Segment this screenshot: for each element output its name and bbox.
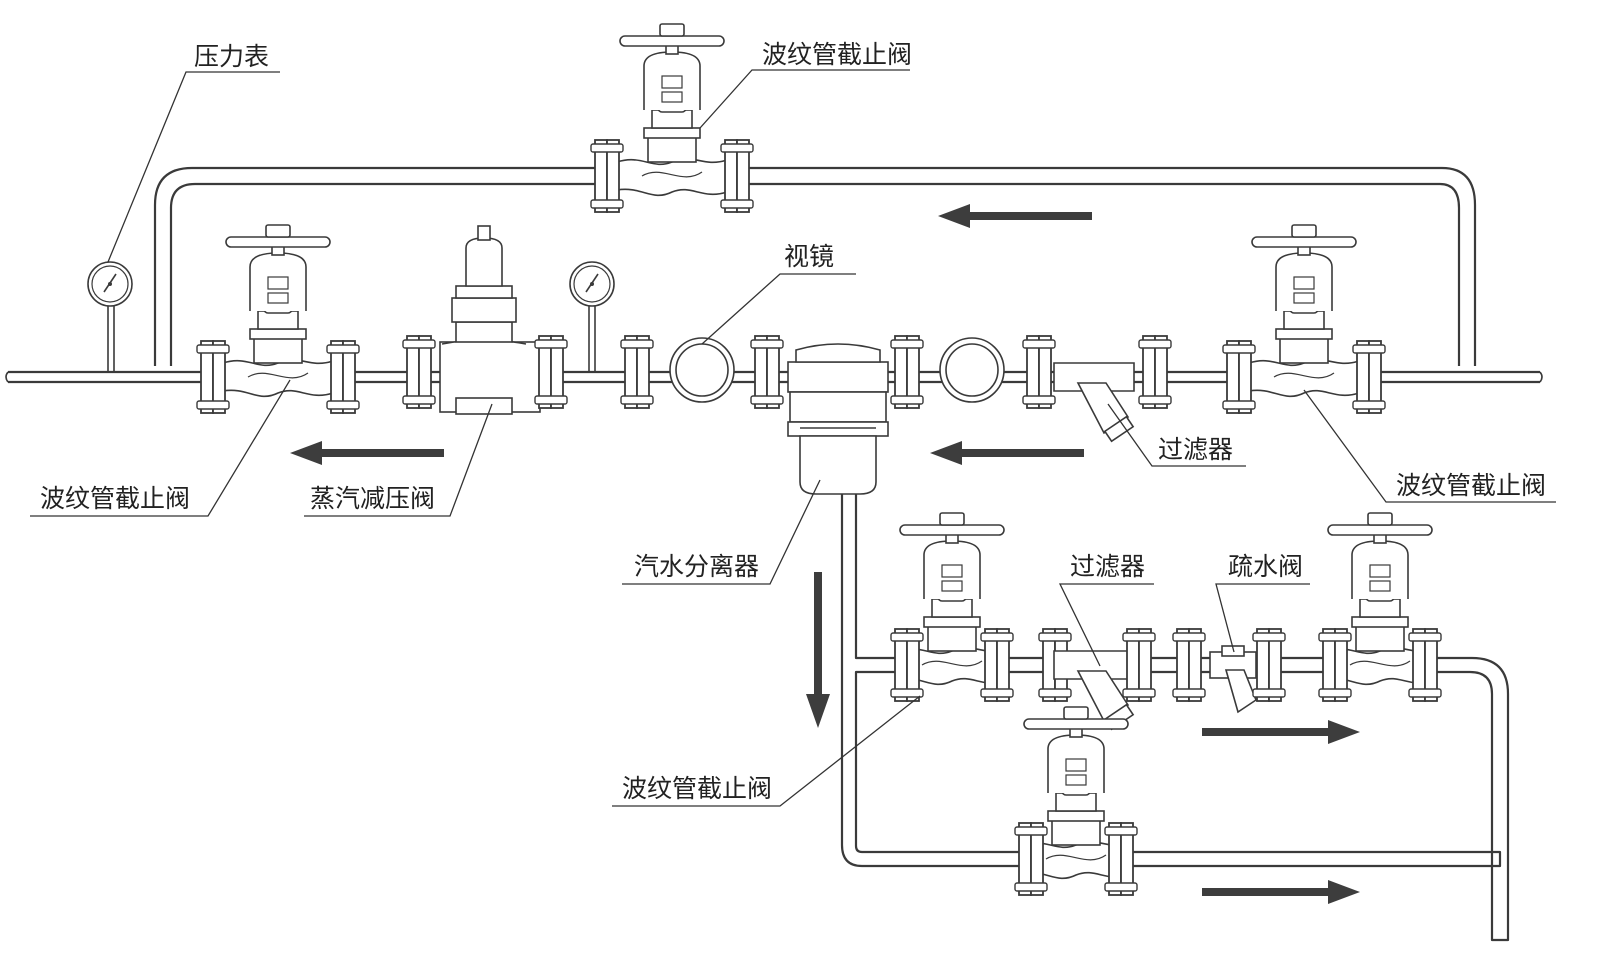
globe-valve-drain-2 <box>1318 512 1442 702</box>
label-sight-glass: 视镜 <box>784 242 834 271</box>
label-valve-left: 波纹管截止阀 <box>40 484 190 513</box>
pressure-gauge-mid <box>569 261 615 372</box>
label-valve-top: 波纹管截止阀 <box>762 40 912 69</box>
sight-glass-2 <box>890 335 1056 409</box>
label-separator: 汽水分离器 <box>634 552 759 581</box>
label-pressure-gauge: 压力表 <box>194 42 269 71</box>
label-valve-right: 波纹管截止阀 <box>1396 471 1546 500</box>
steam-trap <box>1172 628 1286 714</box>
steam-water-separator <box>787 343 889 495</box>
strainer-main <box>1053 335 1172 443</box>
label-filter-main: 过滤器 <box>1158 435 1233 464</box>
flow-arrow-main-left <box>290 441 444 465</box>
flow-arrows <box>290 204 1360 904</box>
globe-valve-drain-1 <box>890 512 1014 702</box>
bypass-pipe <box>153 166 1477 366</box>
label-reducing-valve: 蒸汽减压阀 <box>310 484 435 513</box>
globe-valve-top <box>590 23 754 213</box>
label-valve-drain: 波纹管截止阀 <box>622 774 772 803</box>
flow-arrow-drain-1 <box>1202 720 1360 744</box>
leader-lines <box>30 69 1556 807</box>
globe-valve-left <box>196 224 360 414</box>
flow-arrow-main-mid <box>930 441 1084 465</box>
flow-arrow-drain-2 <box>1202 880 1360 904</box>
globe-valve-right <box>1222 224 1386 414</box>
flow-arrow-down <box>806 572 830 728</box>
pressure-gauge-left <box>87 261 133 372</box>
labels: 压力表 波纹管截止阀 视镜 过滤器 波纹管截止阀 波纹管截止阀 蒸汽减压阀 汽水… <box>40 40 1546 803</box>
sight-glass <box>620 335 784 409</box>
drain-pipe <box>840 492 1510 942</box>
steam-reducing-valve <box>402 225 568 415</box>
flow-arrow-top <box>938 204 1092 228</box>
label-filter-drain: 过滤器 <box>1070 552 1145 581</box>
strainer-drain <box>1038 628 1156 731</box>
label-trap: 疏水阀 <box>1228 552 1303 581</box>
globe-valve-drain-3 <box>1014 706 1138 896</box>
